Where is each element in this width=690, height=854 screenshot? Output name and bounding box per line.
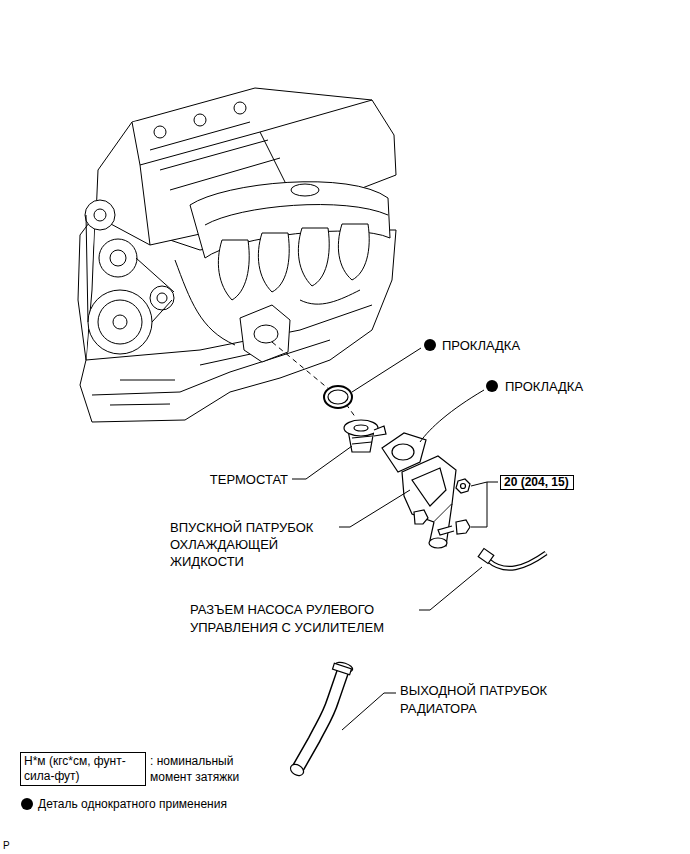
engine-body: [78, 88, 396, 422]
label-text: ТЕРМОСТАТ: [210, 472, 288, 487]
torque-value-box: 20 (204, 15): [500, 475, 574, 490]
label-text: ПРОКЛАДКА: [505, 379, 583, 394]
label-text: ВЫХОДНОЙ ПАТРУБОК РАДИАТОРА: [400, 683, 547, 716]
parts: [288, 386, 546, 778]
single-use-mark: [20, 797, 35, 811]
label-text: ПРОКЛАДКА: [442, 338, 520, 353]
part-label: РАЗЪЕМ НАСОСА РУЛЕВОГО УПРАВЛЕНИЯ С УСИЛ…: [190, 601, 415, 637]
single-use-mark: [486, 380, 498, 392]
part-label: ВЫХОДНОЙ ПАТРУБОК РАДИАТОРА: [400, 682, 575, 718]
single-use-dot: [21, 798, 33, 810]
label-text: РАЗЪЕМ НАСОСА РУЛЕВОГО УПРАВЛЕНИЯ С УСИЛ…: [190, 602, 384, 635]
single-use-mark: [424, 339, 436, 351]
torque-unit-box: Н*м (кгс*см, фунт-сила-фут): [20, 752, 146, 786]
page-mark: P: [3, 840, 10, 852]
part-label: ПРОКЛАДКА: [442, 337, 520, 354]
part-label: ТЕРМОСТАТ: [210, 471, 288, 488]
legend-item: Деталь однократного применения: [20, 797, 227, 811]
label-text: : номинальный момент затяжки: [150, 754, 239, 784]
part-label: ПРОКЛАДКА: [505, 378, 583, 395]
label-text: P: [3, 840, 10, 851]
leader-lines: [292, 348, 498, 730]
legend-note: : номинальный момент затяжки: [150, 753, 250, 785]
label-text: ВПУСКНОЙ ПАТРУБОК ОХЛАЖДАЮЩЕЙ ЖИДКОСТИ: [170, 520, 313, 569]
part-label: ВПУСКНОЙ ПАТРУБОК ОХЛАЖДАЮЩЕЙ ЖИДКОСТИ: [170, 519, 335, 570]
legend-text: Деталь однократного применения: [38, 797, 227, 811]
box-text: 20 (204, 15): [504, 476, 570, 489]
box-text: Н*м (кгс*см, фунт-сила-фут): [24, 754, 142, 784]
